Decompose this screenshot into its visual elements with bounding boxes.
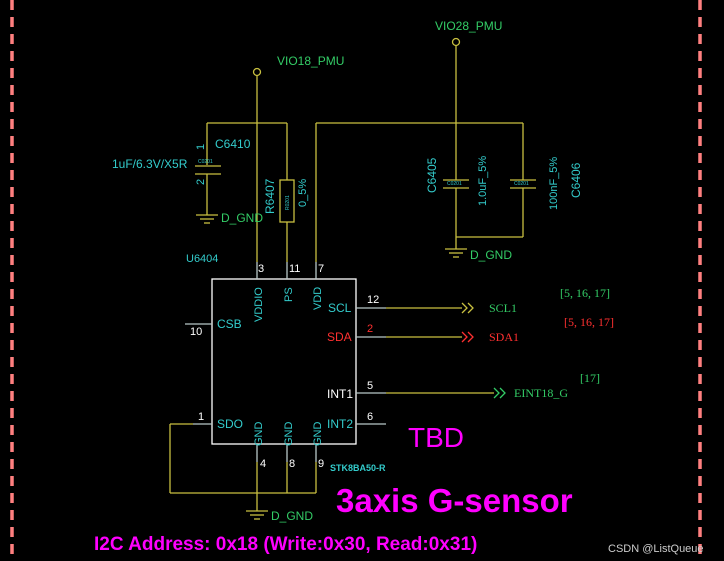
gnd-symbol-vdd-caps: D_GND [445, 248, 512, 262]
pin-sda: SDA [327, 330, 352, 344]
svg-text:11: 11 [289, 263, 300, 275]
net-scl1-label: SCL1 [489, 301, 517, 315]
watermark: CSDN @ListQueue [608, 543, 704, 555]
svg-text:D_GND: D_GND [470, 248, 512, 262]
capacitor-c6410: C0201 C6410 1uF/6.3V/X5R 1 2 [112, 137, 251, 215]
svg-text:7: 7 [318, 263, 324, 275]
c6410-value: 1uF/6.3V/X5R [112, 157, 188, 171]
ic-body [211, 278, 357, 445]
svg-text:C0201: C0201 [447, 181, 462, 187]
gnd-symbol-c6410: D_GND [196, 211, 263, 225]
svg-text:3: 3 [258, 263, 264, 275]
svg-text:R0201: R0201 [285, 195, 291, 210]
svg-text:10: 10 [190, 326, 202, 338]
note-tbd: TBD [408, 422, 464, 453]
vio28-power-symbol: VIO28_PMU [435, 19, 502, 123]
net-sda1-label: SDA1 [489, 330, 519, 344]
svg-text:6: 6 [367, 411, 373, 423]
svg-text:D_GND: D_GND [271, 509, 313, 523]
svg-text:2: 2 [367, 323, 373, 335]
ic-part-number: STK8BA50-R [330, 463, 386, 473]
svg-text:1: 1 [195, 144, 207, 150]
capacitor-c6406: C0201 100nF_5% C6406 [510, 157, 583, 237]
c6405-value: 1.0uF_5% [477, 156, 489, 206]
pin-vddio: VDDIO [253, 287, 265, 322]
pin-scl: SCL [328, 301, 352, 315]
pin-gnd-8: GND [283, 422, 295, 447]
r6407-ref: R6407 [263, 178, 277, 214]
vio18-power-symbol: VIO18_PMU [252, 54, 344, 123]
net-sda1-ref: [5, 16, 17] [564, 315, 614, 329]
sheet-title: 3axis G-sensor [336, 482, 573, 519]
c6410-ref: C6410 [215, 137, 251, 151]
c6406-ref: C6406 [569, 162, 583, 198]
svg-text:5: 5 [367, 380, 373, 392]
svg-text:C0201: C0201 [198, 159, 213, 165]
c6406-value: 100nF_5% [548, 157, 560, 210]
net-eint18-label: EINT18_G [514, 386, 568, 400]
pin-gnd-9: GND [312, 422, 324, 447]
pin-int1: INT1 [327, 387, 353, 401]
gnd-symbol-ic: D_GND [246, 509, 313, 523]
i2c-address-note: I2C Address: 0x18 (Write:0x30, Read:0x31… [94, 534, 477, 555]
svg-text:D_GND: D_GND [221, 211, 263, 225]
svg-text:4: 4 [260, 458, 266, 470]
r6407-value: 0_5% [297, 179, 309, 207]
svg-text:12: 12 [367, 294, 379, 306]
pin-ps: PS [283, 287, 295, 302]
pin-csb: CSB [217, 317, 242, 331]
c6405-ref: C6405 [425, 157, 439, 193]
net-eint18-ref: [17] [580, 371, 600, 385]
vio18-label: VIO18_PMU [277, 54, 344, 68]
svg-text:9: 9 [318, 458, 324, 470]
net-eint18: EINT18_G [17] [386, 371, 600, 400]
pin-int2: INT2 [327, 417, 353, 431]
net-sda1: SDA1 [5, 16, 17] [386, 315, 614, 344]
capacitor-c6405: C0201 C6405 1.0uF_5% [425, 156, 489, 237]
net-scl1: SCL1 [5, 16, 17] [386, 286, 610, 315]
svg-text:8: 8 [289, 458, 295, 470]
pin-vdd: VDD [312, 287, 324, 310]
svg-text:2: 2 [195, 179, 207, 185]
ic-ref: U6404 [186, 253, 218, 265]
pin-sdo: SDO [217, 417, 243, 431]
pin-gnd-4: GND [253, 422, 265, 447]
resistor-r6407: R0201 R6407 0_5% [263, 178, 309, 262]
svg-text:1: 1 [198, 411, 204, 423]
svg-text:C0201: C0201 [514, 181, 529, 187]
vio28-label: VIO28_PMU [435, 19, 502, 33]
net-scl1-ref: [5, 16, 17] [560, 286, 610, 300]
